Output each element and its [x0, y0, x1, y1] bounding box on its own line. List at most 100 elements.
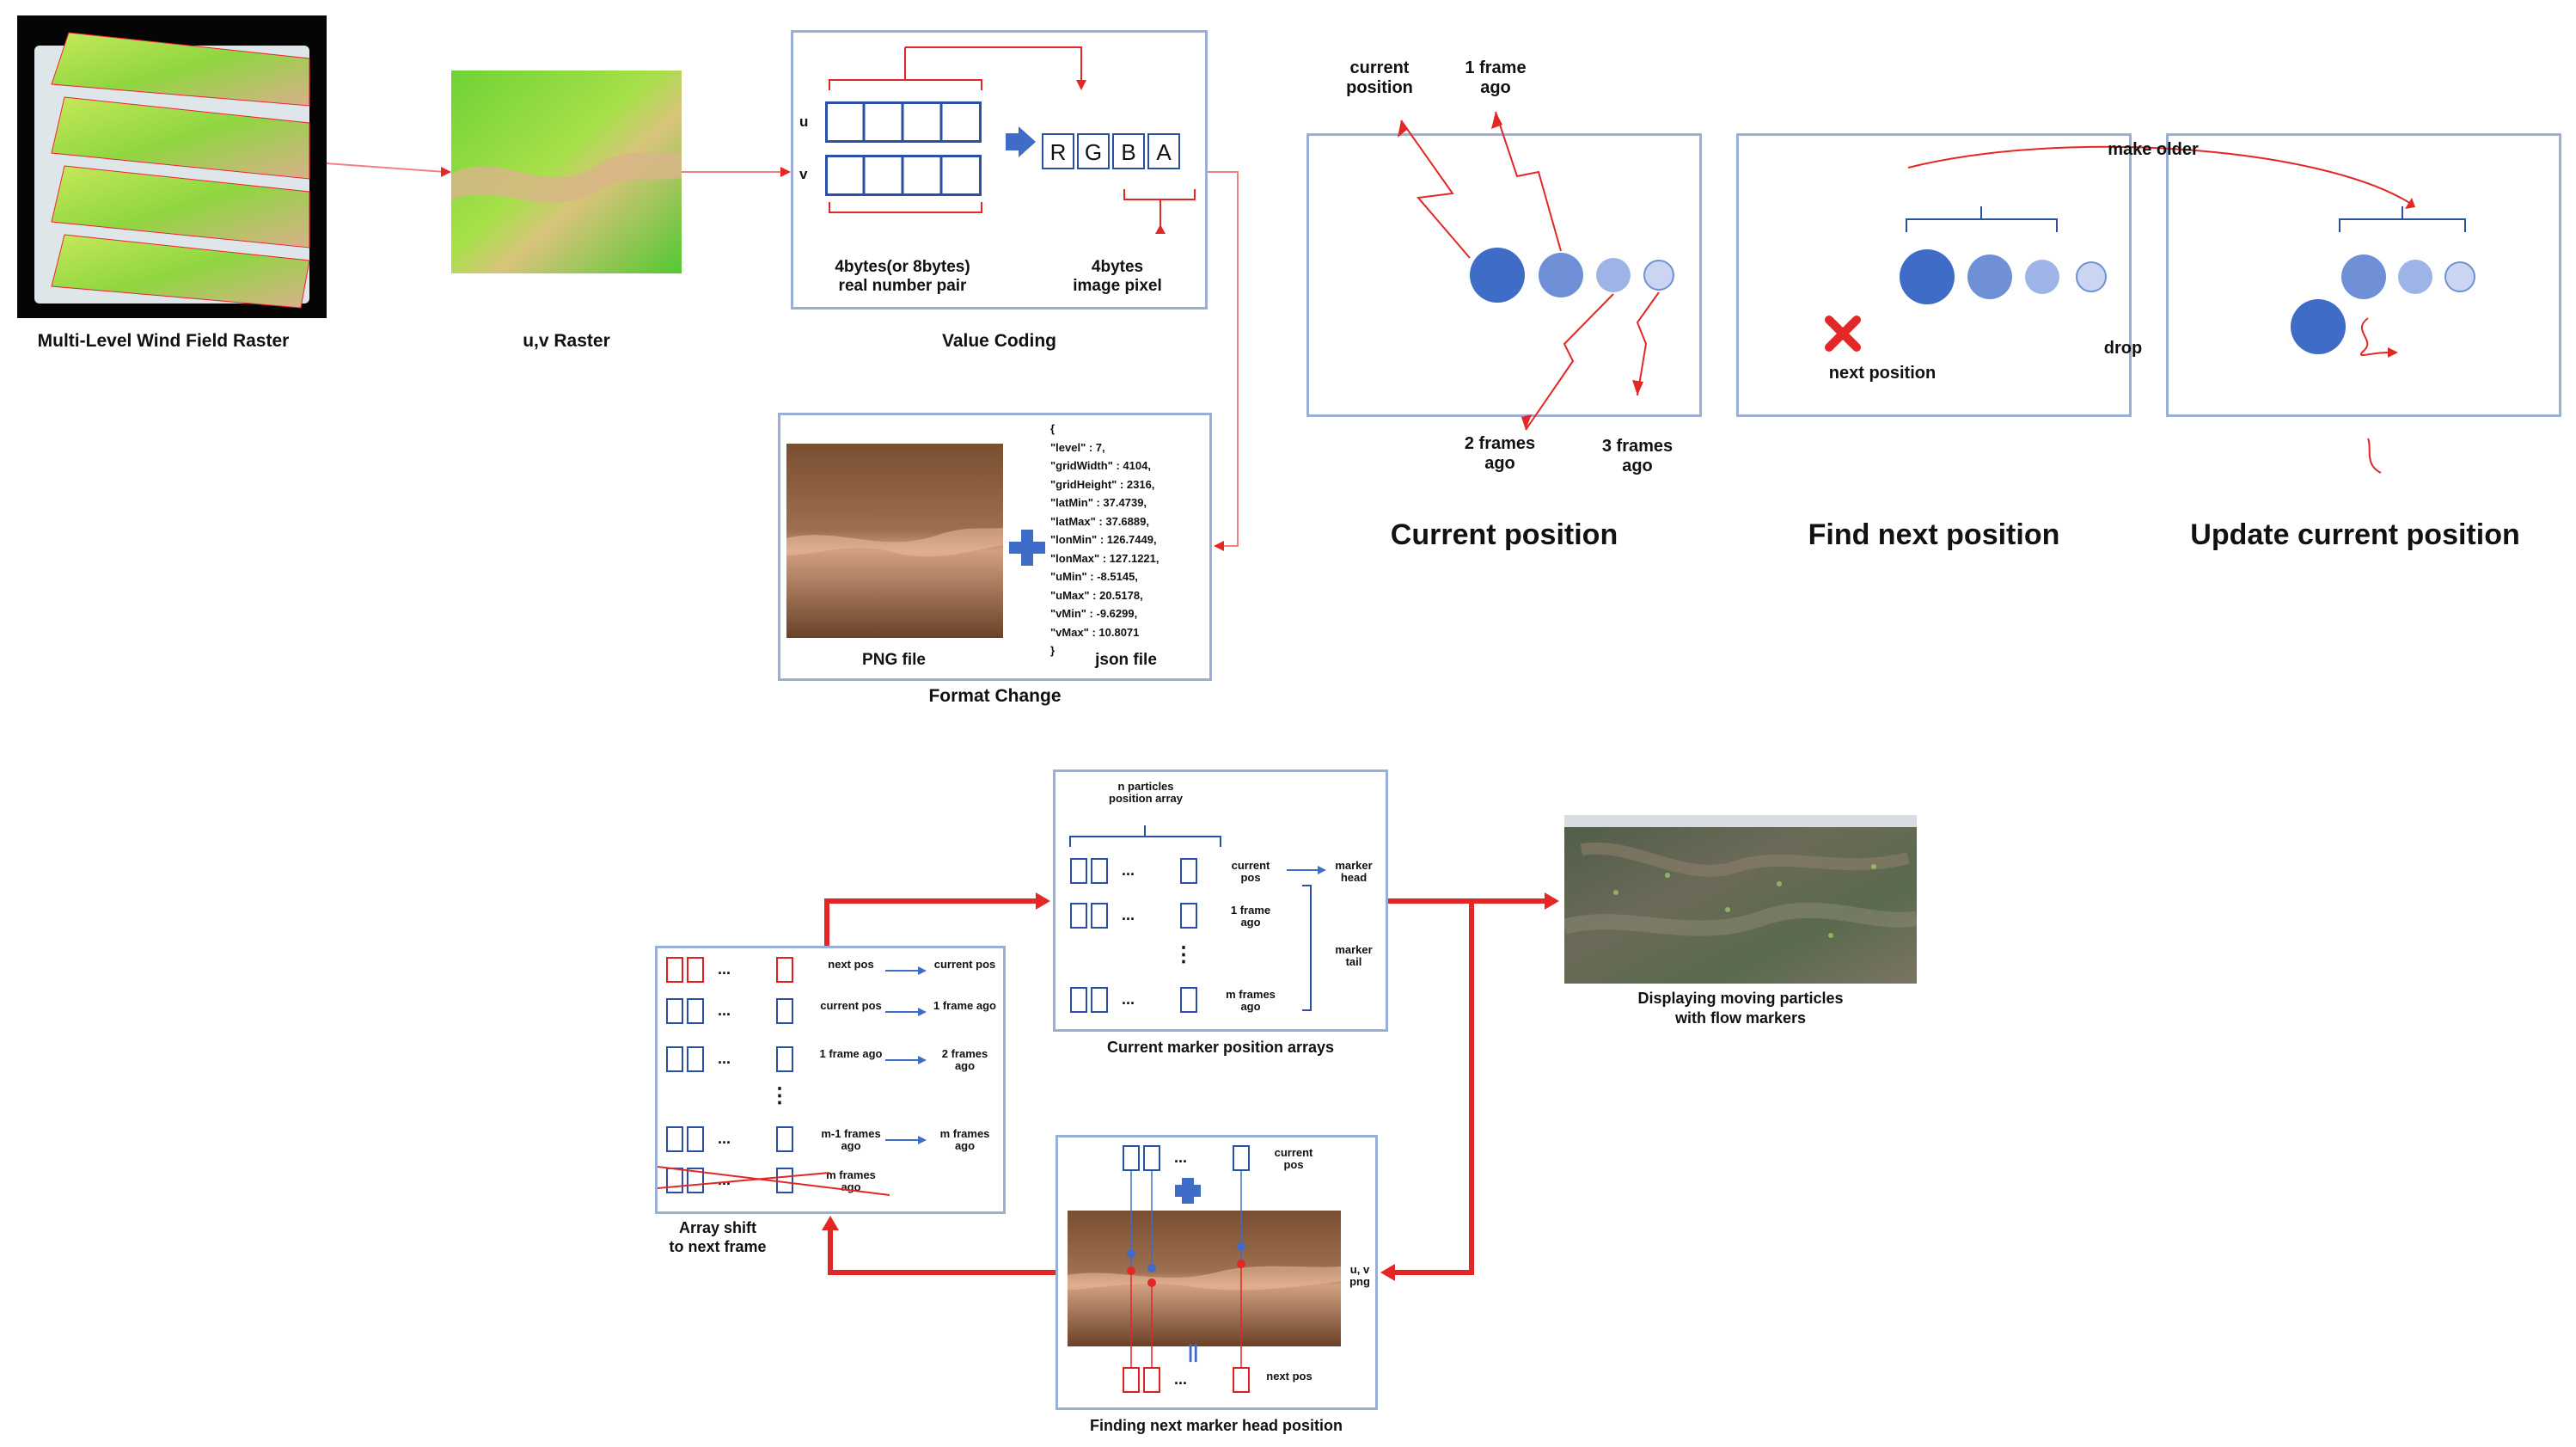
marker-head-label: marker head: [1335, 859, 1373, 885]
shift-row-3-ellipsis: ...: [718, 1130, 731, 1147]
find-top-cell-1: [1123, 1145, 1140, 1171]
marker-row-0-cell-2: [1091, 858, 1108, 884]
shift-row-left-label: m-1 frames ago: [821, 1127, 881, 1153]
shift-row-4-cell-2: [687, 1168, 704, 1193]
marker-row-label: 1 frame ago: [1230, 904, 1271, 929]
format-change-caption: Format Change: [928, 686, 1062, 706]
marker-row-1-cell-1: [1070, 903, 1087, 929]
marker-brackets: [1069, 825, 1326, 1011]
json-line: "vMin" : -9.6299,: [1050, 607, 1138, 620]
p2-circle-2frames: [2025, 260, 2059, 294]
value-coding-caption: Value Coding: [941, 331, 1056, 351]
current-marker-box: [1053, 769, 1388, 1032]
circle-2frames: [1596, 258, 1631, 292]
shift-row-left-label: current pos: [820, 999, 882, 1012]
current-marker-caption: Current marker position arrays: [1106, 1039, 1335, 1056]
shift-vdots: ⋮: [769, 1084, 790, 1107]
find-bottom-ellipsis: ...: [1174, 1370, 1188, 1388]
marker-row-0-ellipsis: ...: [1122, 861, 1135, 879]
find-top-label: current pos: [1274, 1146, 1313, 1172]
shift-row-3-cell-1: [666, 1126, 683, 1152]
update-current-panel: [2166, 133, 2561, 417]
shift-arrow: [885, 1136, 927, 1144]
shift-row-1-ellipsis: ...: [718, 1002, 731, 1019]
json-line: "latMax" : 37.6889,: [1050, 514, 1149, 528]
find-bottom-cell-2: [1143, 1367, 1160, 1393]
find-top-cell-n: [1233, 1145, 1250, 1171]
wind-field-caption: Multi-Level Wind Field Raster: [37, 331, 290, 351]
display-map-image: [1564, 815, 1917, 984]
shift-row-0-ellipsis: ...: [718, 960, 731, 978]
json-line: "uMin" : -8.5145,: [1050, 570, 1138, 583]
json-line: "lonMin" : 126.7449,: [1050, 533, 1157, 546]
rgba-b: B: [1112, 133, 1145, 169]
p2-circle-3frames: [2076, 261, 2107, 292]
p2-circle-current: [1900, 249, 1955, 304]
circle-3frames: [1643, 260, 1674, 291]
drop-label: drop: [2103, 339, 2143, 358]
shift-row-right-label: 2 frames ago: [941, 1047, 988, 1073]
stage1-connectors: [326, 162, 1239, 551]
current-position-title: Current position: [1390, 518, 1618, 551]
p3-circle-1frame: [2341, 254, 2386, 299]
marker-vdots: ⋮: [1173, 943, 1194, 966]
stage2-diagram: [1398, 111, 2475, 474]
shift-row-1-cell-n: [776, 998, 793, 1024]
json-file-label: json file: [1095, 651, 1157, 669]
uv-png-image: [1068, 1211, 1341, 1346]
find-top-cell-2: [1143, 1145, 1160, 1171]
marker-row-1-ellipsis: ...: [1122, 906, 1135, 923]
array-shift-box: [655, 946, 1006, 1214]
json-line: {: [1050, 422, 1055, 435]
uv-raster-image: [451, 71, 682, 273]
wind-field-layers-image: [17, 15, 327, 318]
shift-row-right-label: 1 frame ago: [933, 999, 996, 1012]
marker-row-0-cell-1: [1070, 858, 1087, 884]
marker-row-1-cell-n: [1180, 903, 1197, 929]
shift-row-2-cell-n: [776, 1046, 793, 1072]
update-current-title: Update current position: [2190, 518, 2520, 551]
shift-row-2-cell-1: [666, 1046, 683, 1072]
shift-row-left-label: next pos: [828, 958, 874, 971]
uv-raster-caption: u,v Raster: [523, 331, 610, 351]
marker-row-2-cell-n: [1180, 987, 1197, 1013]
circle-1frame: [1539, 253, 1583, 297]
json-line: "vMax" : 10.8071: [1050, 625, 1140, 639]
marker-row-2-ellipsis: ...: [1122, 990, 1135, 1008]
marker-tail-label: marker tail: [1335, 943, 1373, 969]
shift-row-0-cell-2: [687, 957, 704, 983]
shift-row-1-cell-1: [666, 998, 683, 1024]
json-line: "gridHeight" : 2316,: [1050, 477, 1155, 491]
shift-row-left-label: 1 frame ago: [819, 1047, 883, 1060]
marker-row-1-cell-2: [1091, 903, 1108, 929]
p2-circle-1frame: [1967, 254, 2012, 299]
rgba-g: G: [1077, 133, 1110, 169]
row-u-label: u: [799, 113, 809, 130]
png-file-image: [786, 444, 1003, 638]
p3-circle-2frames: [2398, 260, 2432, 294]
json-line: "level" : 7,: [1050, 440, 1105, 454]
find-bottom-cell-n: [1233, 1367, 1250, 1393]
shift-row-0-cell-1: [666, 957, 683, 983]
json-line: "gridWidth" : 4104,: [1050, 459, 1151, 472]
p3-circle-new: [2291, 299, 2346, 354]
shift-arrow: [885, 966, 927, 975]
strike-last-row: [658, 1166, 890, 1196]
equals-icon: ||: [1188, 1340, 1199, 1362]
shift-row-3-cell-n: [776, 1126, 793, 1152]
p3-circle-3frames: [2444, 261, 2475, 292]
right-note: 4bytes image pixel: [1073, 258, 1162, 295]
next-position-label: next position: [1828, 364, 1937, 383]
marker-row-label: m frames ago: [1226, 988, 1276, 1014]
rgba-a: A: [1147, 133, 1180, 169]
shift-row-2-ellipsis: ...: [718, 1050, 731, 1067]
make-older-label: make older: [2108, 140, 2199, 159]
find-bottom-cell-1: [1123, 1367, 1140, 1393]
